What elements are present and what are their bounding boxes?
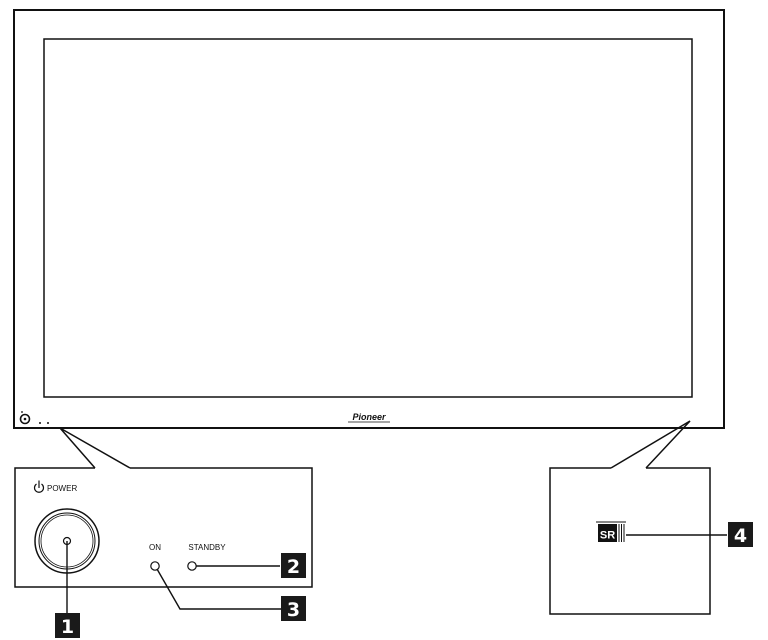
callout-badge-2: 2 [281,553,306,578]
callout-number-4: 4 [734,525,747,547]
front-on-dot [39,422,41,424]
standby-indicator [187,561,197,571]
left-callout-pointer [59,427,131,469]
sr-sensor: SR [596,521,626,542]
on-indicator [150,561,160,571]
power-panel [14,467,313,588]
front-standby-dot [47,422,49,424]
right-callout-pointer [610,420,691,469]
monitor-screen [43,38,693,398]
front-power-icon [19,411,31,425]
sr-panel [549,467,711,615]
sr-text: SR [600,530,615,542]
callout-badge-1: 1 [55,613,80,638]
leader-line-3 [156,568,281,610]
callout-badge-4: 4 [728,522,753,547]
on-label: ON [149,543,161,552]
standby-label: STANDBY [188,543,226,552]
callout-number-3: 3 [287,599,300,621]
remote-sensor-icon [598,524,617,542]
callout-badge-3: 3 [281,596,306,621]
power-icon [33,480,45,493]
callout-number-1: 1 [61,616,74,638]
monitor-bezel [13,9,725,429]
callout-number-2: 2 [287,556,300,578]
brand-logo: Pioneer [352,412,386,422]
power-label: POWER [47,484,77,493]
